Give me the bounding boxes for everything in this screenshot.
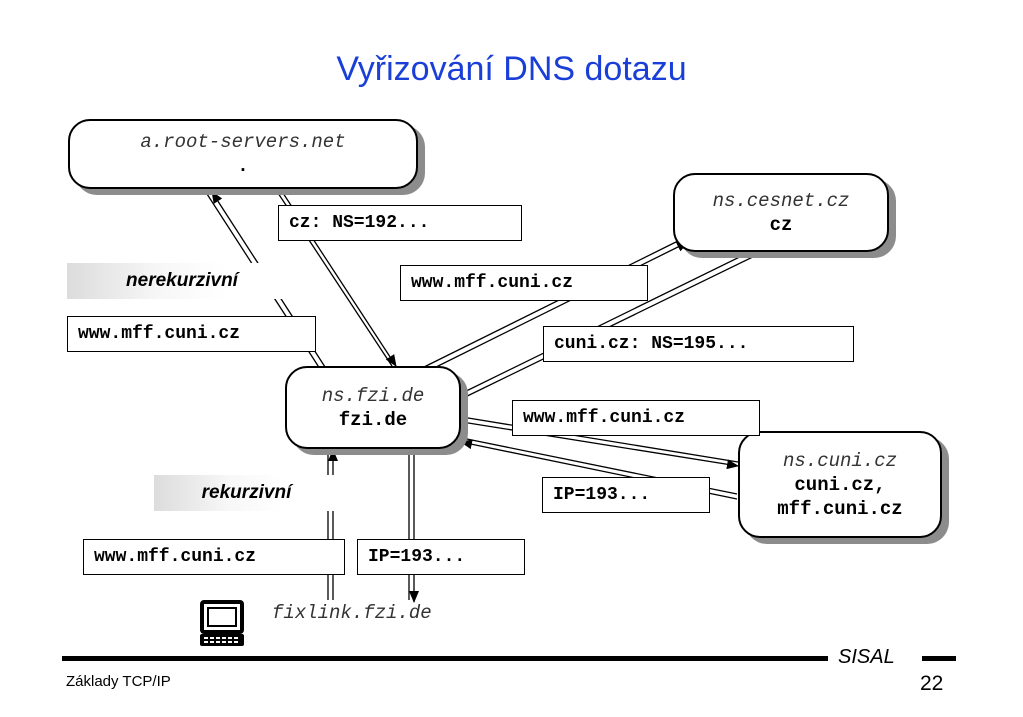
footer-divider — [62, 656, 828, 661]
slide-title: Vyřizování DNS dotazu — [336, 50, 687, 88]
arrow-to-cuni — [461, 416, 739, 463]
node-root-zone: . — [237, 155, 249, 177]
msg-client-query: www.mff.cuni.cz — [83, 539, 345, 575]
arrow-to-cesnet — [421, 241, 689, 375]
node-cuni-zone-1: cuni.cz, — [794, 473, 886, 496]
msg-client-answer: IP=193... — [357, 539, 525, 575]
page-number: 22 — [920, 672, 944, 695]
node-root-server: a.root-servers.net . — [68, 119, 418, 189]
node-fzi-server: ns.fzi.de fzi.de — [285, 366, 461, 449]
node-cuni-name: ns.cuni.cz — [782, 449, 898, 472]
arrow-to-cesnet — [417, 237, 685, 371]
node-root-name: a.root-servers.net — [140, 131, 346, 153]
footer-divider-right — [922, 656, 956, 661]
footer-brand: SISAL — [838, 646, 895, 668]
arrow-from-cesnet — [451, 246, 761, 399]
node-cuni-zone-2: mff.cuni.cz — [777, 497, 903, 520]
arrow-to-cuni — [461, 421, 739, 470]
node-fzi-zone: fzi.de — [338, 408, 408, 431]
msg-from-cesnet: cuni.cz: NS=195... — [543, 326, 854, 362]
computer-icon — [200, 600, 244, 646]
msg-from-cuni: IP=193... — [542, 477, 710, 513]
footer-course-name: Základy TCP/IP — [66, 673, 171, 690]
label-nonrecursive: nerekurzivní — [67, 263, 297, 299]
client-hostname: fixlink.fzi.de — [272, 602, 432, 624]
msg-to-root: www.mff.cuni.cz — [67, 316, 316, 352]
label-recursive: rekurzivní — [154, 475, 339, 511]
node-cesnet-zone: cz — [769, 213, 793, 236]
msg-from-root: cz: NS=192... — [278, 205, 522, 241]
node-cuni-server: ns.cuni.cz cuni.cz, mff.cuni.cz — [738, 431, 942, 538]
node-fzi-name: ns.fzi.de — [321, 384, 425, 407]
node-cesnet-name: ns.cesnet.cz — [712, 189, 850, 212]
node-cesnet-server: ns.cesnet.cz cz — [673, 173, 889, 252]
msg-to-cuni: www.mff.cuni.cz — [512, 400, 760, 436]
msg-to-cesnet: www.mff.cuni.cz — [400, 265, 648, 301]
